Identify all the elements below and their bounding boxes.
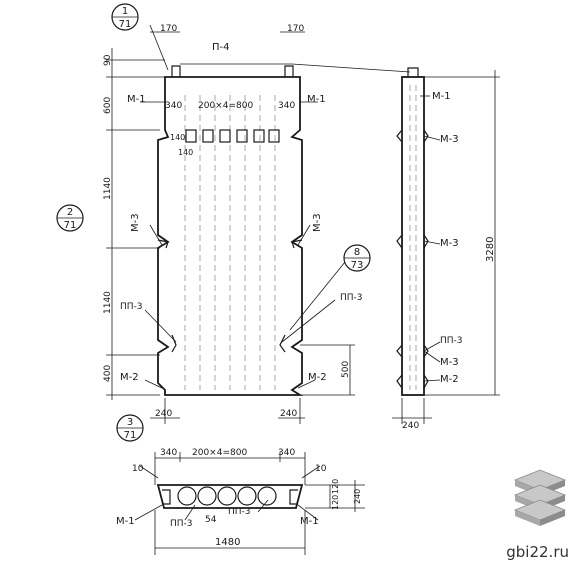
svg-text:ПП-3: ПП-3 [170,519,193,529]
svg-text:1140: 1140 [103,291,113,314]
svg-text:340: 340 [165,101,182,111]
svg-text:М-3: М-3 [130,213,141,232]
svg-text:М-1: М-1 [432,91,451,102]
callout-1: 1 71 [111,3,139,31]
svg-text:240: 240 [280,409,297,419]
svg-text:М-3: М-3 [312,213,323,232]
svg-text:ПП-3: ПП-3 [228,507,251,517]
svg-text:73: 73 [351,260,364,271]
svg-text:8: 8 [354,247,360,258]
svg-text:М-1: М-1 [300,516,319,527]
svg-text:М-3: М-3 [440,238,459,249]
svg-text:240: 240 [155,409,172,419]
svg-text:90: 90 [103,54,113,66]
svg-text:240: 240 [353,489,362,504]
svg-text:340: 340 [278,101,295,111]
svg-text:340: 340 [160,448,177,458]
label-p4: П-4 [212,42,230,53]
side-view [392,67,500,424]
svg-text:71: 71 [119,19,132,30]
svg-text:М-1: М-1 [127,94,146,105]
svg-text:54: 54 [205,515,217,525]
front-view [106,24,411,424]
svg-text:71: 71 [124,430,137,441]
callout-3: 3 71 [116,414,144,442]
svg-text:3280: 3280 [485,237,496,262]
svg-text:3: 3 [127,417,133,428]
site-watermark: gbi22.ru [506,543,569,561]
svg-text:2: 2 [67,207,73,218]
svg-text:140: 140 [178,148,193,157]
svg-text:М-1: М-1 [116,516,135,527]
svg-text:200×4=800: 200×4=800 [192,448,247,458]
svg-text:10: 10 [315,464,327,474]
svg-text:М-3: М-3 [440,134,459,145]
svg-text:170: 170 [287,24,304,34]
svg-text:71: 71 [64,220,77,231]
svg-text:М-2: М-2 [120,372,139,383]
svg-text:140: 140 [170,133,185,142]
svg-text:М-2: М-2 [308,372,327,383]
svg-text:170: 170 [160,24,177,34]
svg-text:120: 120 [331,479,340,494]
svg-text:ПП-3: ПП-3 [120,302,143,312]
svg-text:М-1: М-1 [307,94,326,105]
svg-text:М-3: М-3 [440,357,459,368]
front-view-labels: П-4 170 170 М-1 М-1 340 200×4=800 340 14… [103,24,363,419]
logo-icon [513,469,567,526]
svg-text:1480: 1480 [215,537,240,548]
svg-text:240: 240 [402,421,419,431]
section-view [134,452,365,555]
svg-text:1140: 1140 [103,177,113,200]
svg-text:600: 600 [103,97,113,114]
svg-text:400: 400 [103,365,113,382]
svg-text:10: 10 [132,464,144,474]
side-view-labels: М-1 М-3 М-3 ПП-3 М-3 М-2 3280 240 [402,91,496,431]
callout-8: 8 73 [343,244,371,272]
svg-text:1: 1 [122,6,128,17]
svg-text:ПП-3: ПП-3 [340,293,363,303]
svg-text:М-2: М-2 [440,374,459,385]
svg-text:120: 120 [331,495,340,510]
callout-2: 2 71 [56,204,84,232]
svg-text:500: 500 [341,361,351,378]
svg-text:200×4=800: 200×4=800 [198,101,253,111]
svg-text:ПП-3: ПП-3 [440,336,463,346]
section-view-labels: 340 200×4=800 340 10 10 120 120 240 М-1 … [116,448,362,548]
svg-text:340: 340 [278,448,295,458]
